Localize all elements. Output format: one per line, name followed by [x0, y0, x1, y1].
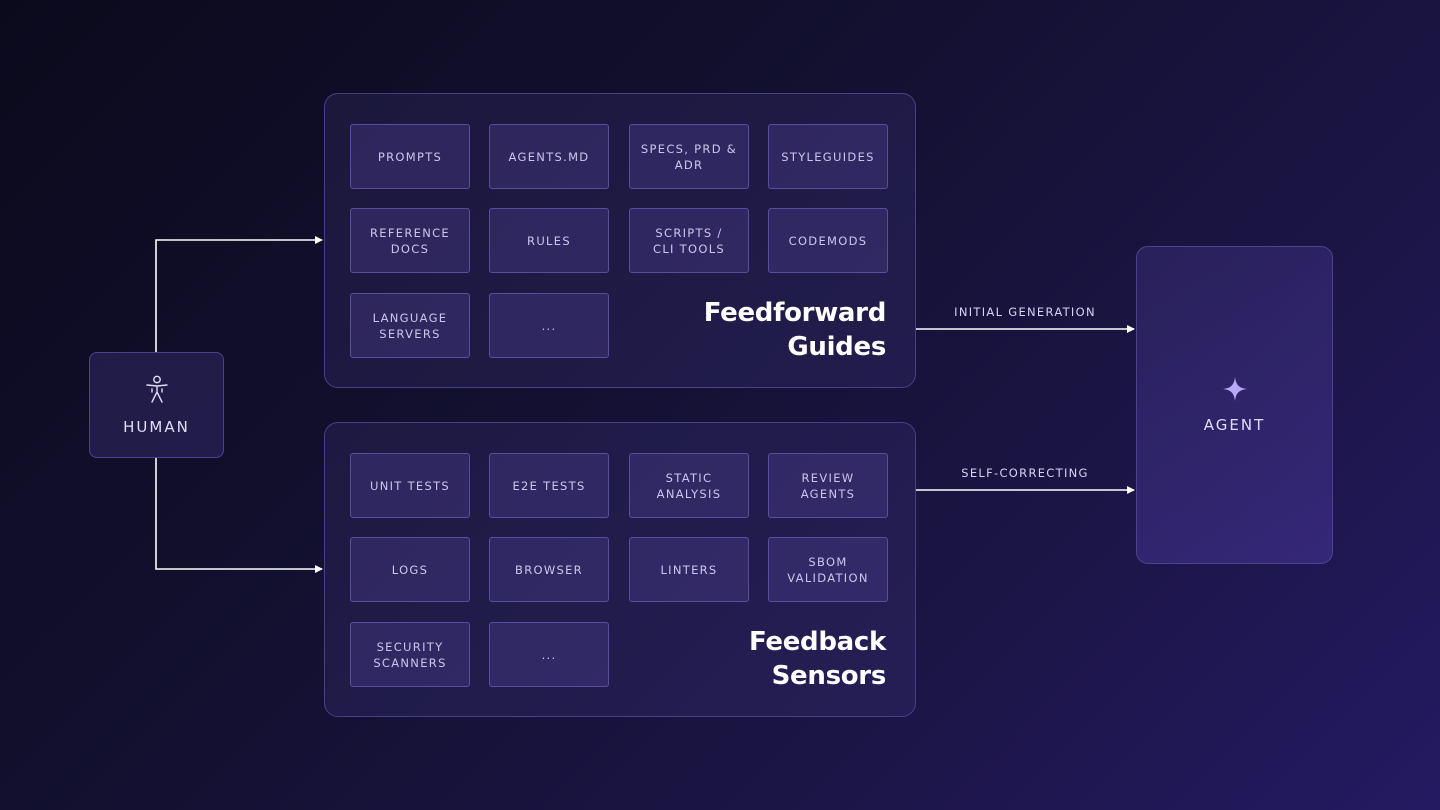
sparkle-icon — [1222, 376, 1247, 406]
guide-chip: LANGUAGE SERVERS — [350, 293, 470, 358]
sensor-chip: REVIEW AGENTS — [768, 453, 888, 518]
sensor-chip: UNIT TESTS — [350, 453, 470, 518]
agent-node: AGENT — [1136, 246, 1333, 564]
guide-chip: PROMPTS — [350, 124, 470, 189]
guide-chip: AGENTS.MD — [489, 124, 609, 189]
human-label: HUMAN — [123, 417, 190, 436]
sensor-chip: E2E TESTS — [489, 453, 609, 518]
initial-generation-label: INITIAL GENERATION — [954, 305, 1096, 319]
sensor-chip-more: ... — [489, 622, 609, 687]
sensor-chip: LOGS — [350, 537, 470, 602]
guide-chip: REFERENCE DOCS — [350, 208, 470, 273]
human-to-feedback-arrow — [155, 458, 323, 573]
sensor-chip: BROWSER — [489, 537, 609, 602]
guide-chip: SCRIPTS / CLI TOOLS — [629, 208, 749, 273]
guide-chip: RULES — [489, 208, 609, 273]
guide-chip: SPECS, PRD & ADR — [629, 124, 749, 189]
feedback-title: Feedback Sensors — [748, 627, 886, 691]
guide-chip-more: ... — [489, 293, 609, 358]
feedforward-title: Feedforward Guides — [703, 298, 887, 362]
sensor-chip: SECURITY SCANNERS — [350, 622, 470, 687]
feedforward-guides-panel: PROMPTS AGENTS.MD SPECS, PRD & ADR STYLE… — [324, 93, 916, 388]
sensor-chip: SBOM VALIDATION — [768, 537, 888, 602]
guide-chip: CODEMODS — [768, 208, 888, 273]
human-to-feedforward-arrow — [155, 236, 323, 352]
human-node: HUMAN — [89, 352, 224, 458]
sensor-chip: STATIC ANALYSIS — [629, 453, 749, 518]
feedback-sensors-panel: UNIT TESTS E2E TESTS STATIC ANALYSIS REV… — [324, 422, 916, 717]
guide-chip: STYLEGUIDES — [768, 124, 888, 189]
sensor-chip: LINTERS — [629, 537, 749, 602]
self-correcting-label: SELF-CORRECTING — [961, 466, 1089, 480]
agent-label: AGENT — [1203, 415, 1266, 434]
person-icon — [144, 375, 170, 408]
